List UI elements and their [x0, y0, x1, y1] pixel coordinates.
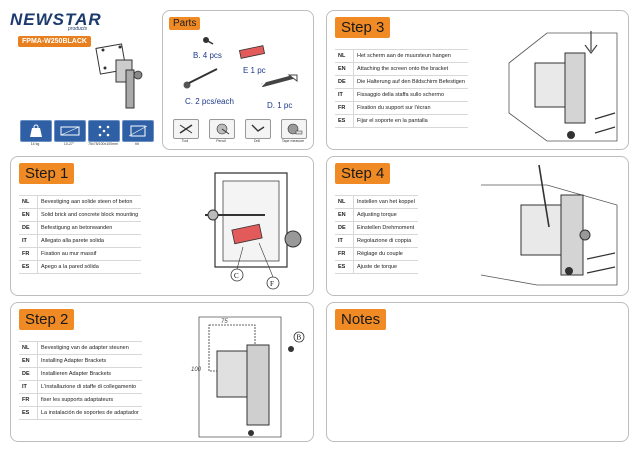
vesa-icon [88, 120, 120, 142]
wrench-icon [245, 119, 271, 139]
callout-f: F [270, 280, 274, 288]
dim-100: 100 [191, 367, 202, 373]
pen-icon [173, 119, 199, 139]
parts-panel: Parts B. 4 pcs E 1 pc C. 2 pcs/each D. 1… [162, 10, 314, 150]
weight-caption: 14 kg [30, 142, 40, 146]
tilt-icon [122, 120, 154, 142]
step2-illustration: B 75 100 [191, 316, 305, 438]
tape-icon [281, 119, 307, 139]
bolt-c-drawing [183, 68, 218, 89]
vesa-caption: 75x75/100x100mm [88, 142, 118, 146]
size-icon [54, 120, 86, 142]
anchor-e-drawing [238, 45, 266, 59]
weight-icon [20, 120, 52, 142]
parts-title: Parts [169, 17, 201, 30]
brand-logo: NEWSTAR products [10, 10, 120, 32]
step4-title: Step 4 [335, 163, 391, 184]
step1-title: Step 1 [19, 163, 75, 184]
step3-illustration [508, 31, 618, 142]
parts-c-label: C. 2 pcs/each [185, 97, 234, 106]
brand-name: NEWSTAR [10, 10, 102, 29]
tilt-caption: tilt [135, 142, 139, 146]
wrench-d-drawing [259, 74, 298, 88]
parts-d-label: D. 1 pc [267, 101, 293, 110]
tool-caption-2: Pencil [216, 139, 226, 143]
callout-c: C [234, 272, 239, 280]
tool-caption-4: Tape measure [281, 139, 305, 143]
brand-tagline: products [68, 26, 88, 32]
size-caption: 10-27" [63, 142, 75, 146]
dim-75: 75 [221, 319, 228, 325]
parts-e-label: E 1 pc [243, 66, 266, 75]
step1-illustration: C F [205, 172, 302, 290]
notes-title: Notes [335, 309, 387, 330]
product-illustration [95, 43, 143, 109]
step3-title: Step 3 [335, 17, 391, 38]
notes-panel: Notes [326, 302, 629, 442]
drill-icon [209, 119, 235, 139]
tool-caption-1: Tool [181, 139, 189, 143]
step4-illustration [480, 164, 618, 286]
screw-b-drawing [203, 37, 214, 45]
model-badge: FPMA-W250BLACK [18, 36, 91, 47]
step2-title: Step 2 [19, 309, 75, 330]
tool-caption-3: Drill [253, 139, 261, 143]
parts-b-label: B. 4 pcs [193, 51, 222, 60]
callout-b: B [297, 334, 302, 342]
